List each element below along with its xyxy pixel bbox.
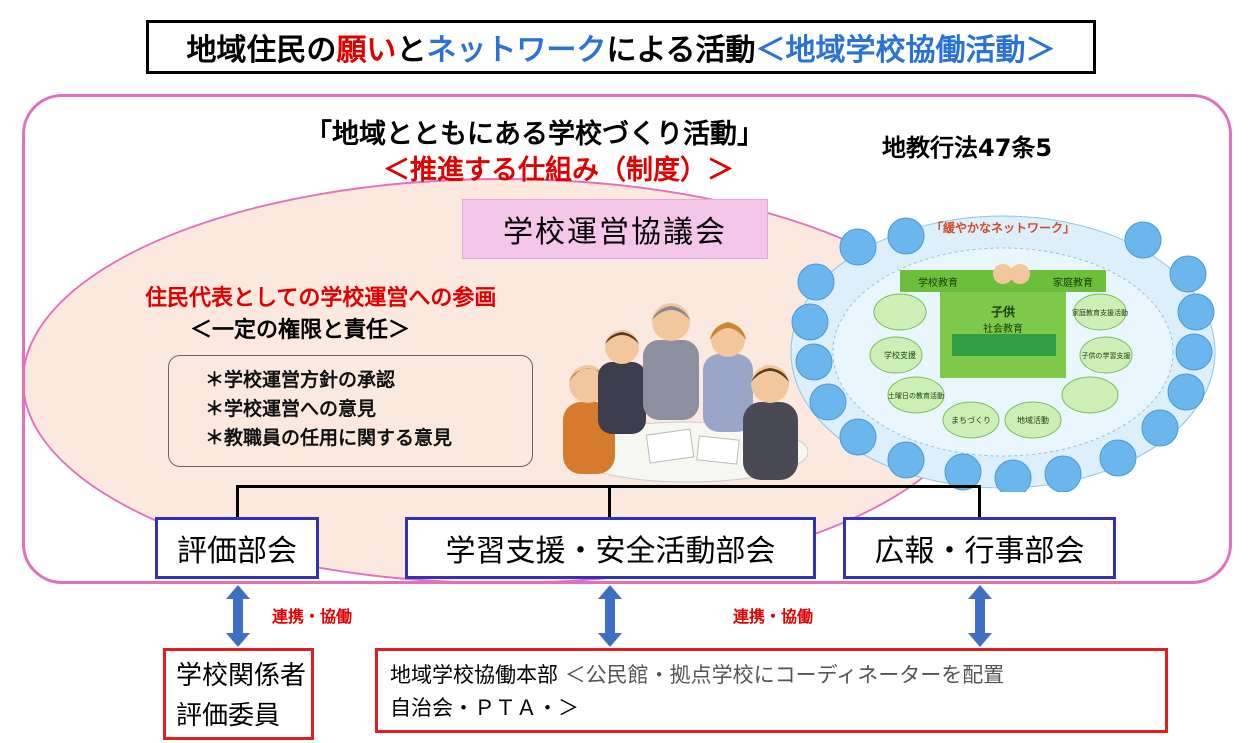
arrow-updown-icon <box>226 585 250 647</box>
meeting-illustration <box>563 303 808 483</box>
duty-item: ＊学校運営への意見 <box>205 398 377 420</box>
network-label: 子供の学習支援 <box>1082 351 1131 360</box>
network-label: 地域活動 <box>1017 415 1049 425</box>
dept-learning-safety: 学習支援・安全活動部会 <box>405 517 816 579</box>
connector-left <box>236 485 239 517</box>
duties-box: ＊学校運営方針の承認 ＊学校運営への意見 ＊教職員の任用に関する意見 <box>168 355 533 467</box>
header-part-6: ＜地域学校協働活動＞ <box>755 33 1056 68</box>
connector-middle <box>608 485 611 517</box>
hq-name: 地域学校協働本部 <box>390 663 558 687</box>
hq-box: 地域学校協働本部 ＜公民館・拠点学校にコーディネーターを配置 自治会・ＰＴＡ・＞ <box>375 648 1168 733</box>
outer-frame <box>22 94 1232 584</box>
header-part-4: ネットワーク <box>426 33 607 68</box>
network-label: 土曜日の教育活動 <box>888 391 944 400</box>
network-diagram: 「緩やかなネットワーク」 学校教育 家庭教育 子供 社会教育 学校支援 まちづく… <box>790 215 1216 492</box>
subtitle: ＜推進する仕組み（制度）＞ <box>383 155 734 186</box>
network-child: 子供 <box>991 304 1015 319</box>
network-school-ed: 学校教育 <box>918 276 958 289</box>
network-label: 学校支援 <box>884 350 916 360</box>
hq-note: ＜公民館・拠点学校にコーディネーターを配置 <box>564 663 1005 687</box>
evaluators-line-2: 評価委員 <box>176 701 281 731</box>
law-reference: 地教行法47条5 <box>882 134 1053 162</box>
duty-item: ＊学校運営方針の承認 <box>205 369 396 391</box>
header-part-2: 願い <box>336 33 397 68</box>
header-part-5: による活動 <box>606 33 756 68</box>
person-center <box>643 303 699 420</box>
network-label: 家庭教育支援活動 <box>1072 308 1128 317</box>
authority-text: ＜一定の権限と責任＞ <box>190 318 411 343</box>
cooperation-label: 連携・協働 <box>733 607 814 626</box>
arrow-updown-icon <box>968 585 992 647</box>
network-social-ed: 社会教育 <box>983 322 1023 335</box>
hq-line-2: 自治会・ＰＴＡ・＞ <box>390 696 579 720</box>
network-title: 「緩やかなネットワーク」 <box>931 220 1075 235</box>
dept-pr-events: 広報・行事部会 <box>843 517 1116 579</box>
person-right <box>703 322 753 432</box>
cooperation-label: 連携・協働 <box>272 607 353 626</box>
network-label: まちづくり <box>951 416 991 425</box>
main-title: 「地域とともにある学校づくり活動」 <box>305 119 764 150</box>
header-title: 地域住民の願いとネットワークによる活動＜地域学校協働活動＞ <box>146 20 1096 74</box>
arrow-updown-icon <box>598 585 622 647</box>
dept-evaluation: 評価部会 <box>155 517 319 579</box>
council-box: 学校運営協議会 <box>462 199 768 259</box>
duty-item: ＊教職員の任用に関する意見 <box>205 427 453 449</box>
network-family-ed: 家庭教育 <box>1053 276 1093 289</box>
evaluators-line-1: 学校関係者 <box>176 661 307 691</box>
person-front-right <box>743 365 798 480</box>
header-part-3: と <box>396 33 427 68</box>
connector-right <box>978 485 981 517</box>
representation-text: 住民代表としての学校運営への参画 <box>145 286 497 311</box>
person-back-left <box>598 330 646 434</box>
header-part-1: 地域住民の <box>186 33 337 68</box>
evaluators-box: 学校関係者 評価委員 <box>163 648 314 740</box>
